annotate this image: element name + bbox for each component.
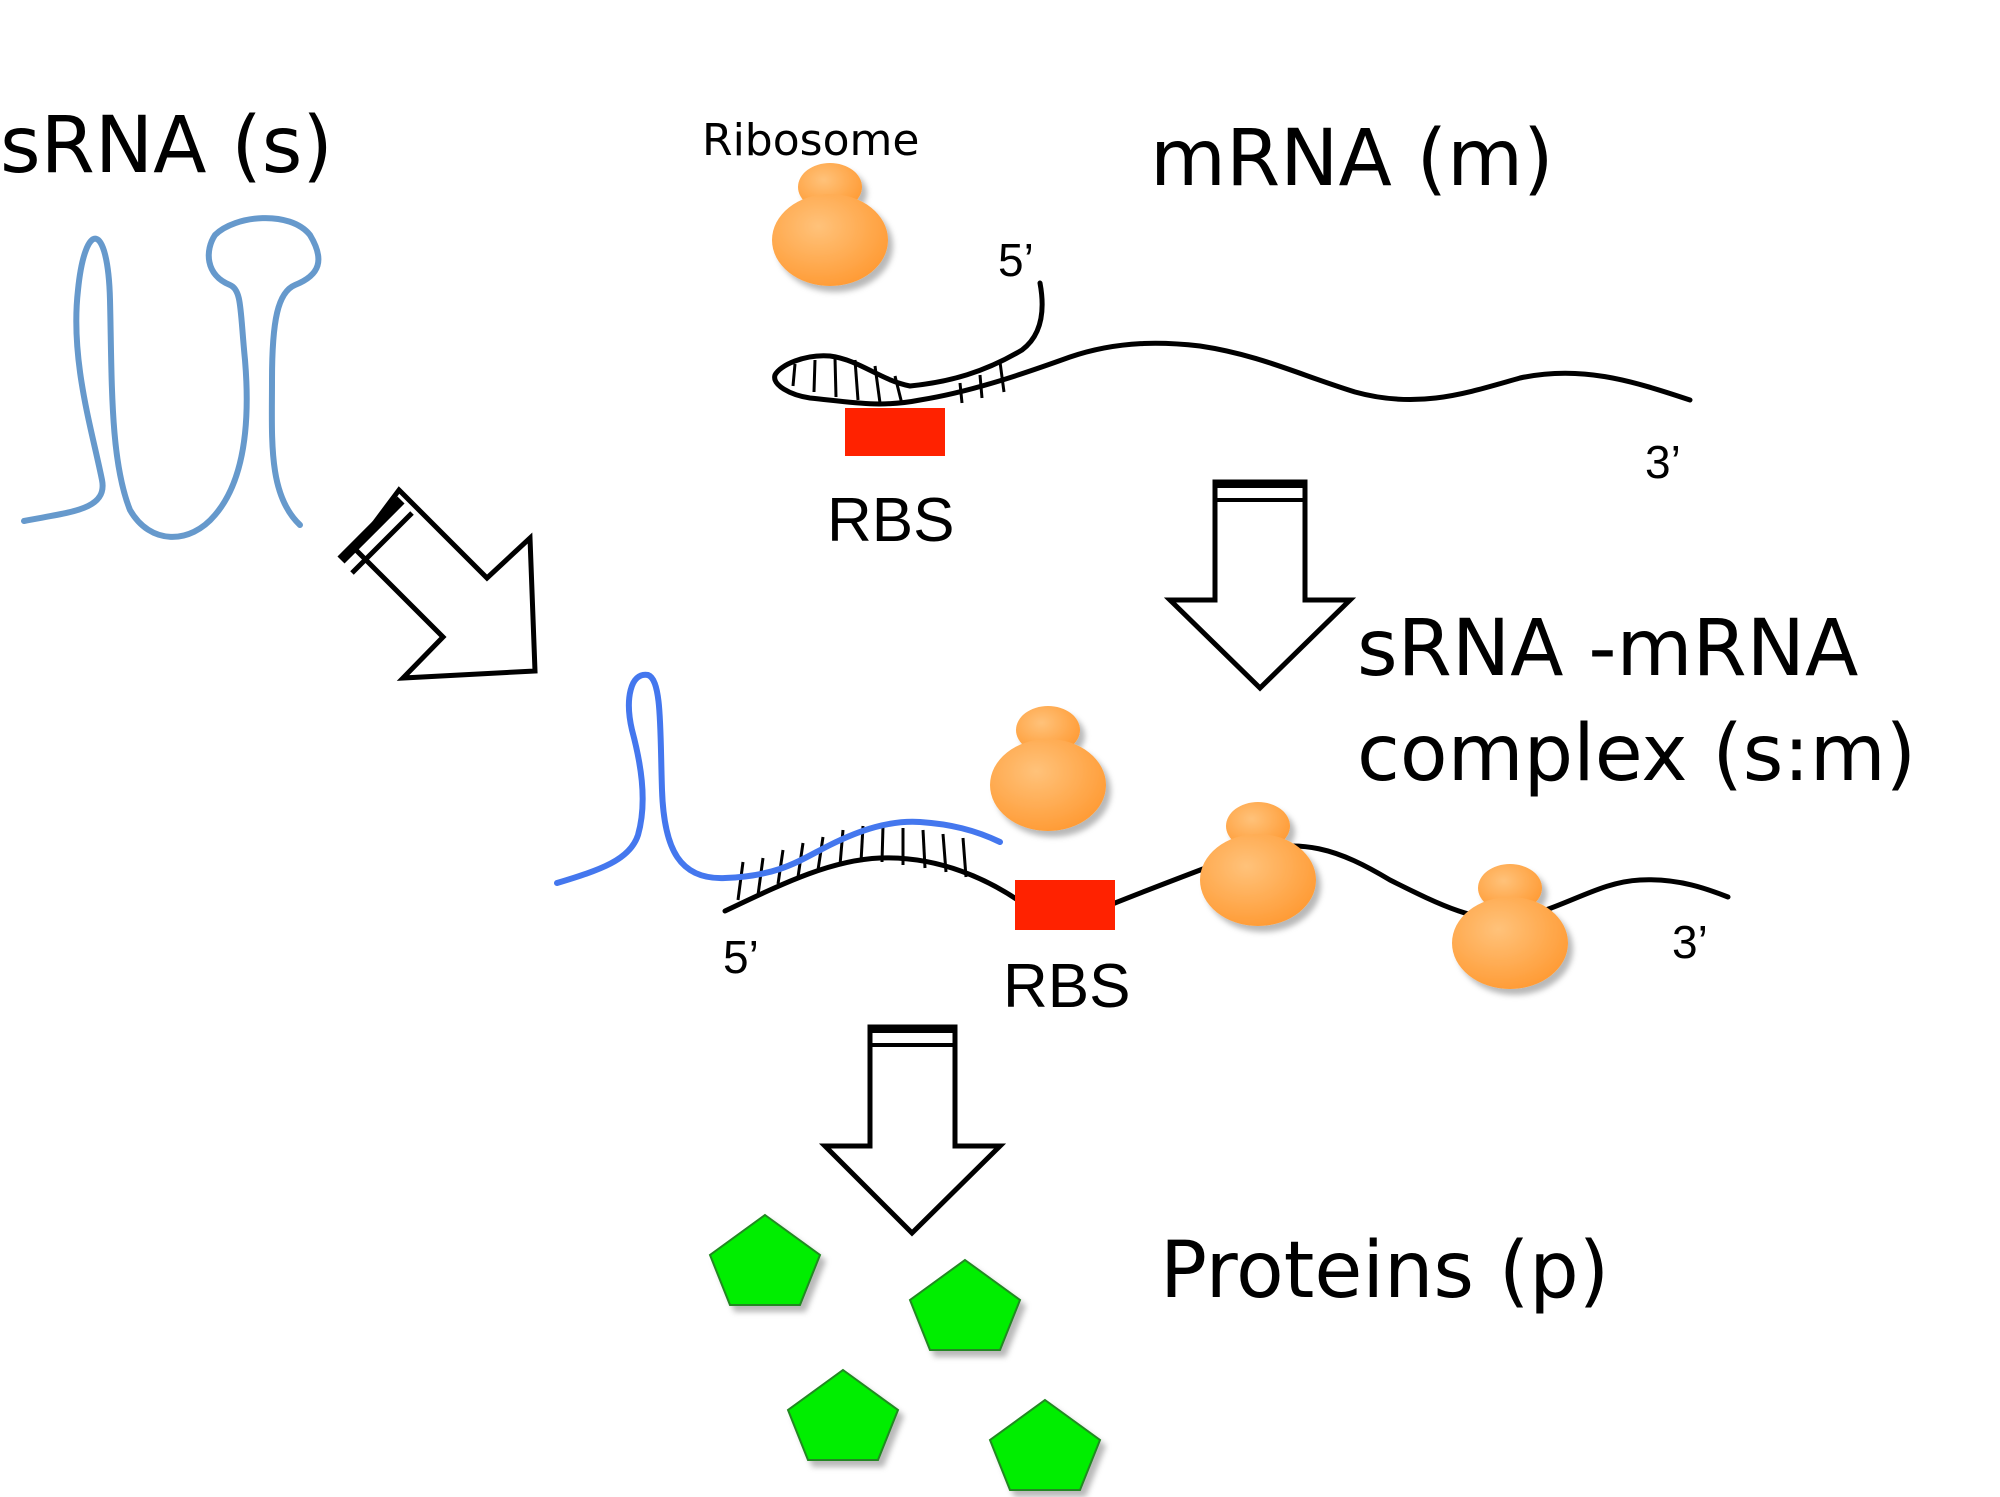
ribosome-complex-3 — [1452, 864, 1568, 989]
ribosome-label: Ribosome — [702, 115, 919, 166]
mrna-top-strand — [772, 280, 1693, 407]
complex-srna-strand — [554, 671, 1003, 886]
complex-label-line1: sRNA -mRNA — [1357, 604, 1858, 694]
rbs-box-bottom — [1015, 880, 1115, 930]
ribosome-top — [772, 163, 888, 286]
arrow-mrna-to-complex — [1163, 479, 1357, 692]
complex-label-line2: complex (s:m) — [1357, 709, 1916, 799]
mrna-three-prime-label: 3’ — [1645, 436, 1681, 488]
srna-free-strand — [21, 215, 322, 540]
rbs-label-bottom: RBS — [1003, 952, 1130, 1021]
mrna-five-prime-label: 5’ — [998, 234, 1034, 286]
ribosome-large-subunit — [1452, 897, 1568, 989]
mrna-top-base-pairs — [791, 357, 1006, 405]
ribosome-large-subunit — [1200, 834, 1316, 926]
proteins-label: Proteins (p) — [1160, 1226, 1609, 1316]
protein-pentagon — [708, 1213, 822, 1306]
arrow-down-body — [818, 1024, 1007, 1237]
complex-five-prime-label: 5’ — [723, 931, 759, 983]
protein-pentagon — [988, 1398, 1102, 1491]
ribosome-complex-2 — [1200, 802, 1316, 926]
mrna-label: mRNA (m) — [1150, 114, 1554, 204]
ribosome-large-subunit — [990, 739, 1106, 831]
protein-group — [708, 1213, 1102, 1491]
arrow-complex-to-proteins — [818, 1024, 1007, 1237]
arrow-diagonal-bar — [337, 496, 405, 564]
complex-three-prime-label: 3’ — [1672, 916, 1708, 968]
arrow-srna-to-complex — [337, 486, 538, 681]
rbs-box-top — [845, 408, 945, 456]
arrow-diagonal-body — [351, 486, 538, 681]
protein-pentagon — [786, 1368, 900, 1461]
ribosome-complex-1 — [990, 706, 1106, 831]
ribosome-large-subunit — [772, 194, 888, 286]
arrow-diagonal-bar — [350, 511, 414, 575]
srna-label: sRNA (s) — [0, 101, 333, 191]
rbs-label-top: RBS — [827, 486, 954, 555]
protein-pentagon — [908, 1258, 1022, 1351]
arrow-down-body — [1163, 479, 1357, 692]
